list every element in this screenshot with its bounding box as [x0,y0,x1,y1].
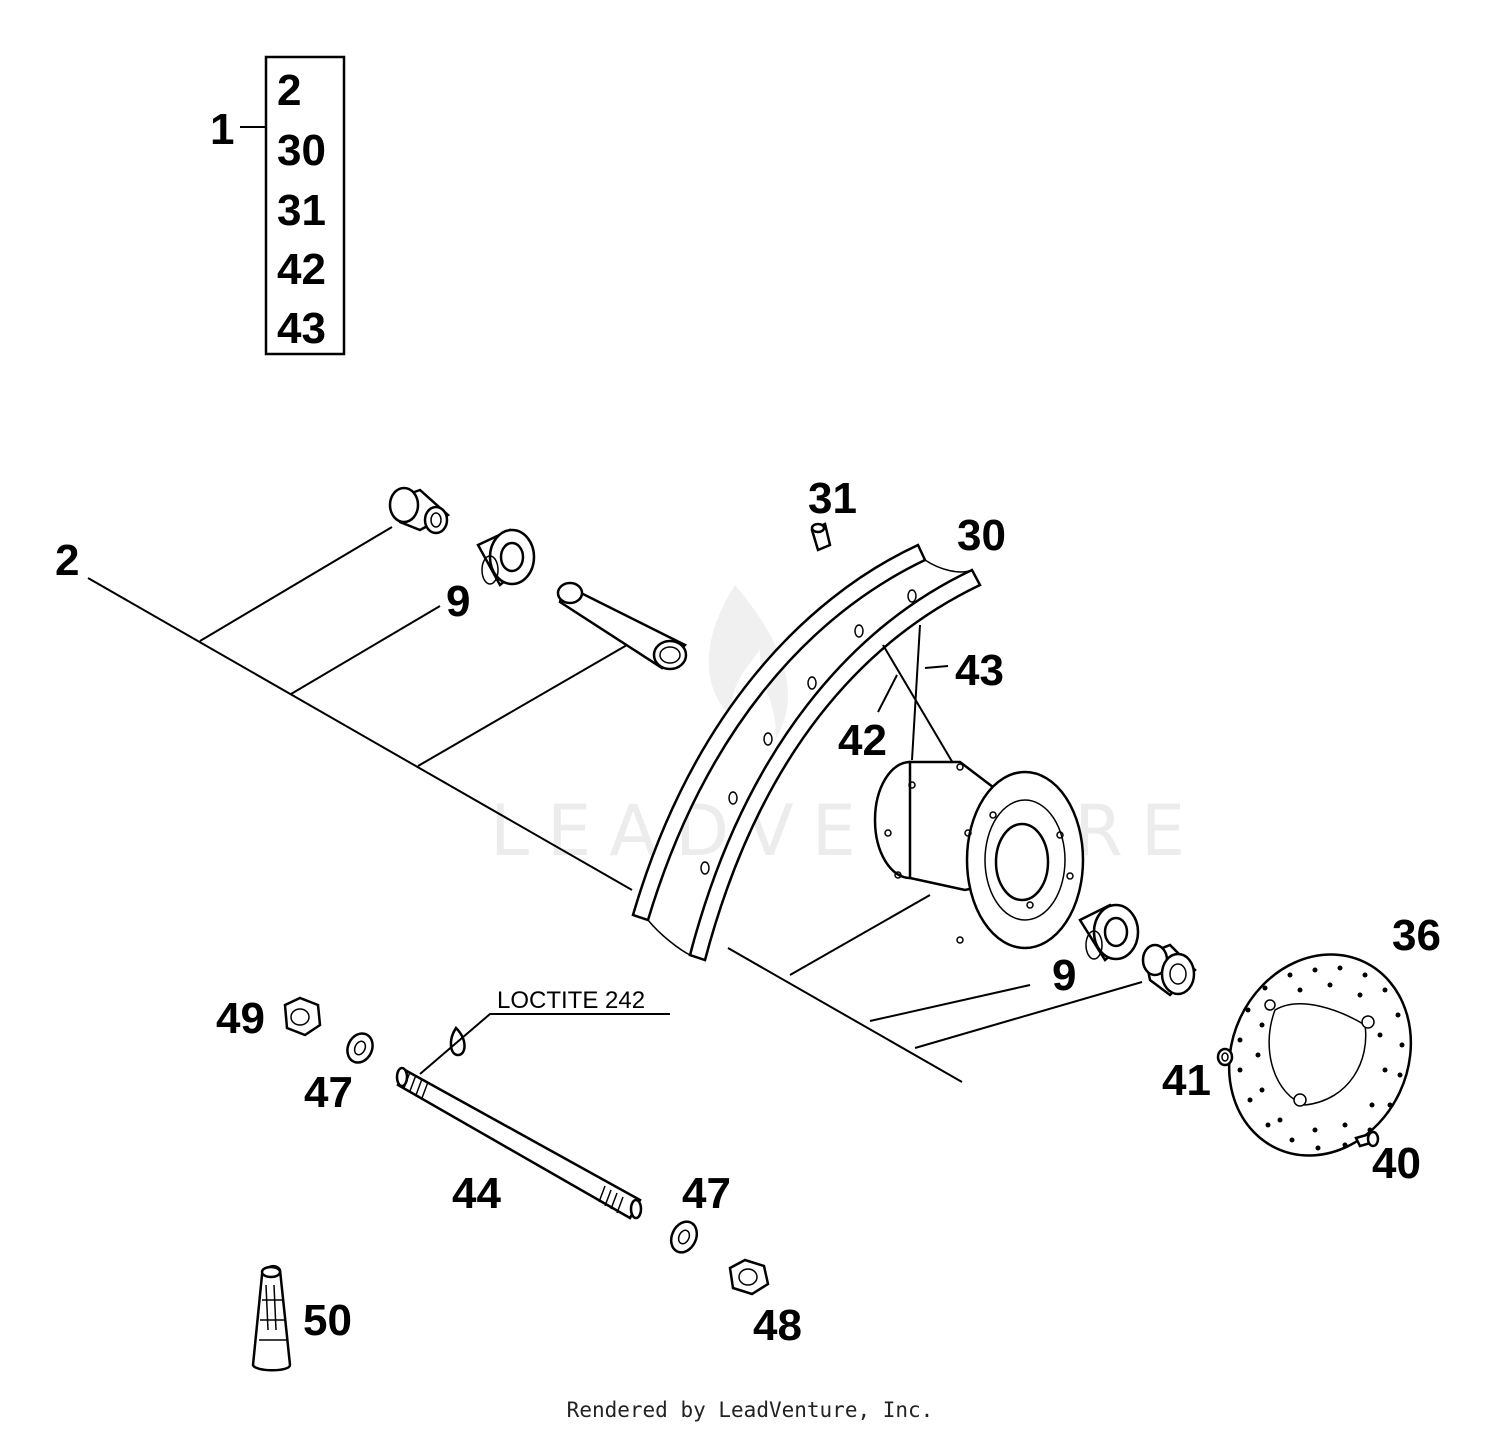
callout-valve: 31 [808,474,857,523]
valve [810,522,832,552]
callout-loctite-bottle: 50 [303,1296,352,1345]
render-credit: Rendered by LeadVenture, Inc. [566,1398,934,1422]
nut-right [728,1258,770,1296]
bearing-left [476,528,536,587]
distance-sleeve [556,581,688,671]
washer-left [346,1032,374,1064]
kit-item: 2 [277,66,301,115]
brake-disc [1227,953,1413,1157]
kit-item: 42 [277,245,326,294]
axle [395,1066,643,1220]
loctite-note: LOCTITE 242 [497,987,645,1014]
callout-numbers: 2 9 31 30 43 42 9 36 41 40 49 47 44 47 4… [55,474,1441,1350]
callout-spoke-outer: 43 [955,646,1004,695]
assembly-axis-lines [87,526,1143,1083]
callout-nut-left: 49 [216,994,265,1043]
callout-spoke-inner: 42 [838,716,887,765]
kit-box: 1 2 30 31 42 43 [210,55,346,356]
callout-washer-right: 47 [682,1169,731,1218]
spoke-lines [877,624,961,776]
callout-disc: 36 [1392,911,1441,960]
loctite-bottle [251,1264,292,1372]
callout-disc-washer: 41 [1162,1056,1211,1105]
disc-washer [1216,1047,1234,1067]
callout-axle: 44 [452,1169,501,1218]
kit-item: 30 [277,126,326,175]
callout-nut-right: 48 [753,1301,802,1350]
disc-screw [1354,1130,1380,1148]
rim [631,543,982,962]
spacer-right [1141,943,1197,997]
nut-left [283,996,322,1037]
bearing-right [1078,903,1140,962]
washer-right [669,1220,699,1254]
callout-spacer-left: 2 [55,536,79,585]
kit-item: 43 [277,304,326,353]
callout-bearing-right: 9 [1052,951,1076,1000]
callout-disc-screw: 40 [1372,1139,1421,1188]
callout-rim: 30 [957,511,1006,560]
callout-bearing-left: 9 [446,577,470,626]
loctite-drop [419,1013,670,1075]
kit-item: 31 [277,186,326,235]
callout-washer-left: 47 [304,1068,353,1117]
hub [873,760,1085,950]
watermark-text: LEADVENTURE [490,790,1203,872]
kit-label: 1 [210,105,234,154]
spacer-left [388,486,451,535]
